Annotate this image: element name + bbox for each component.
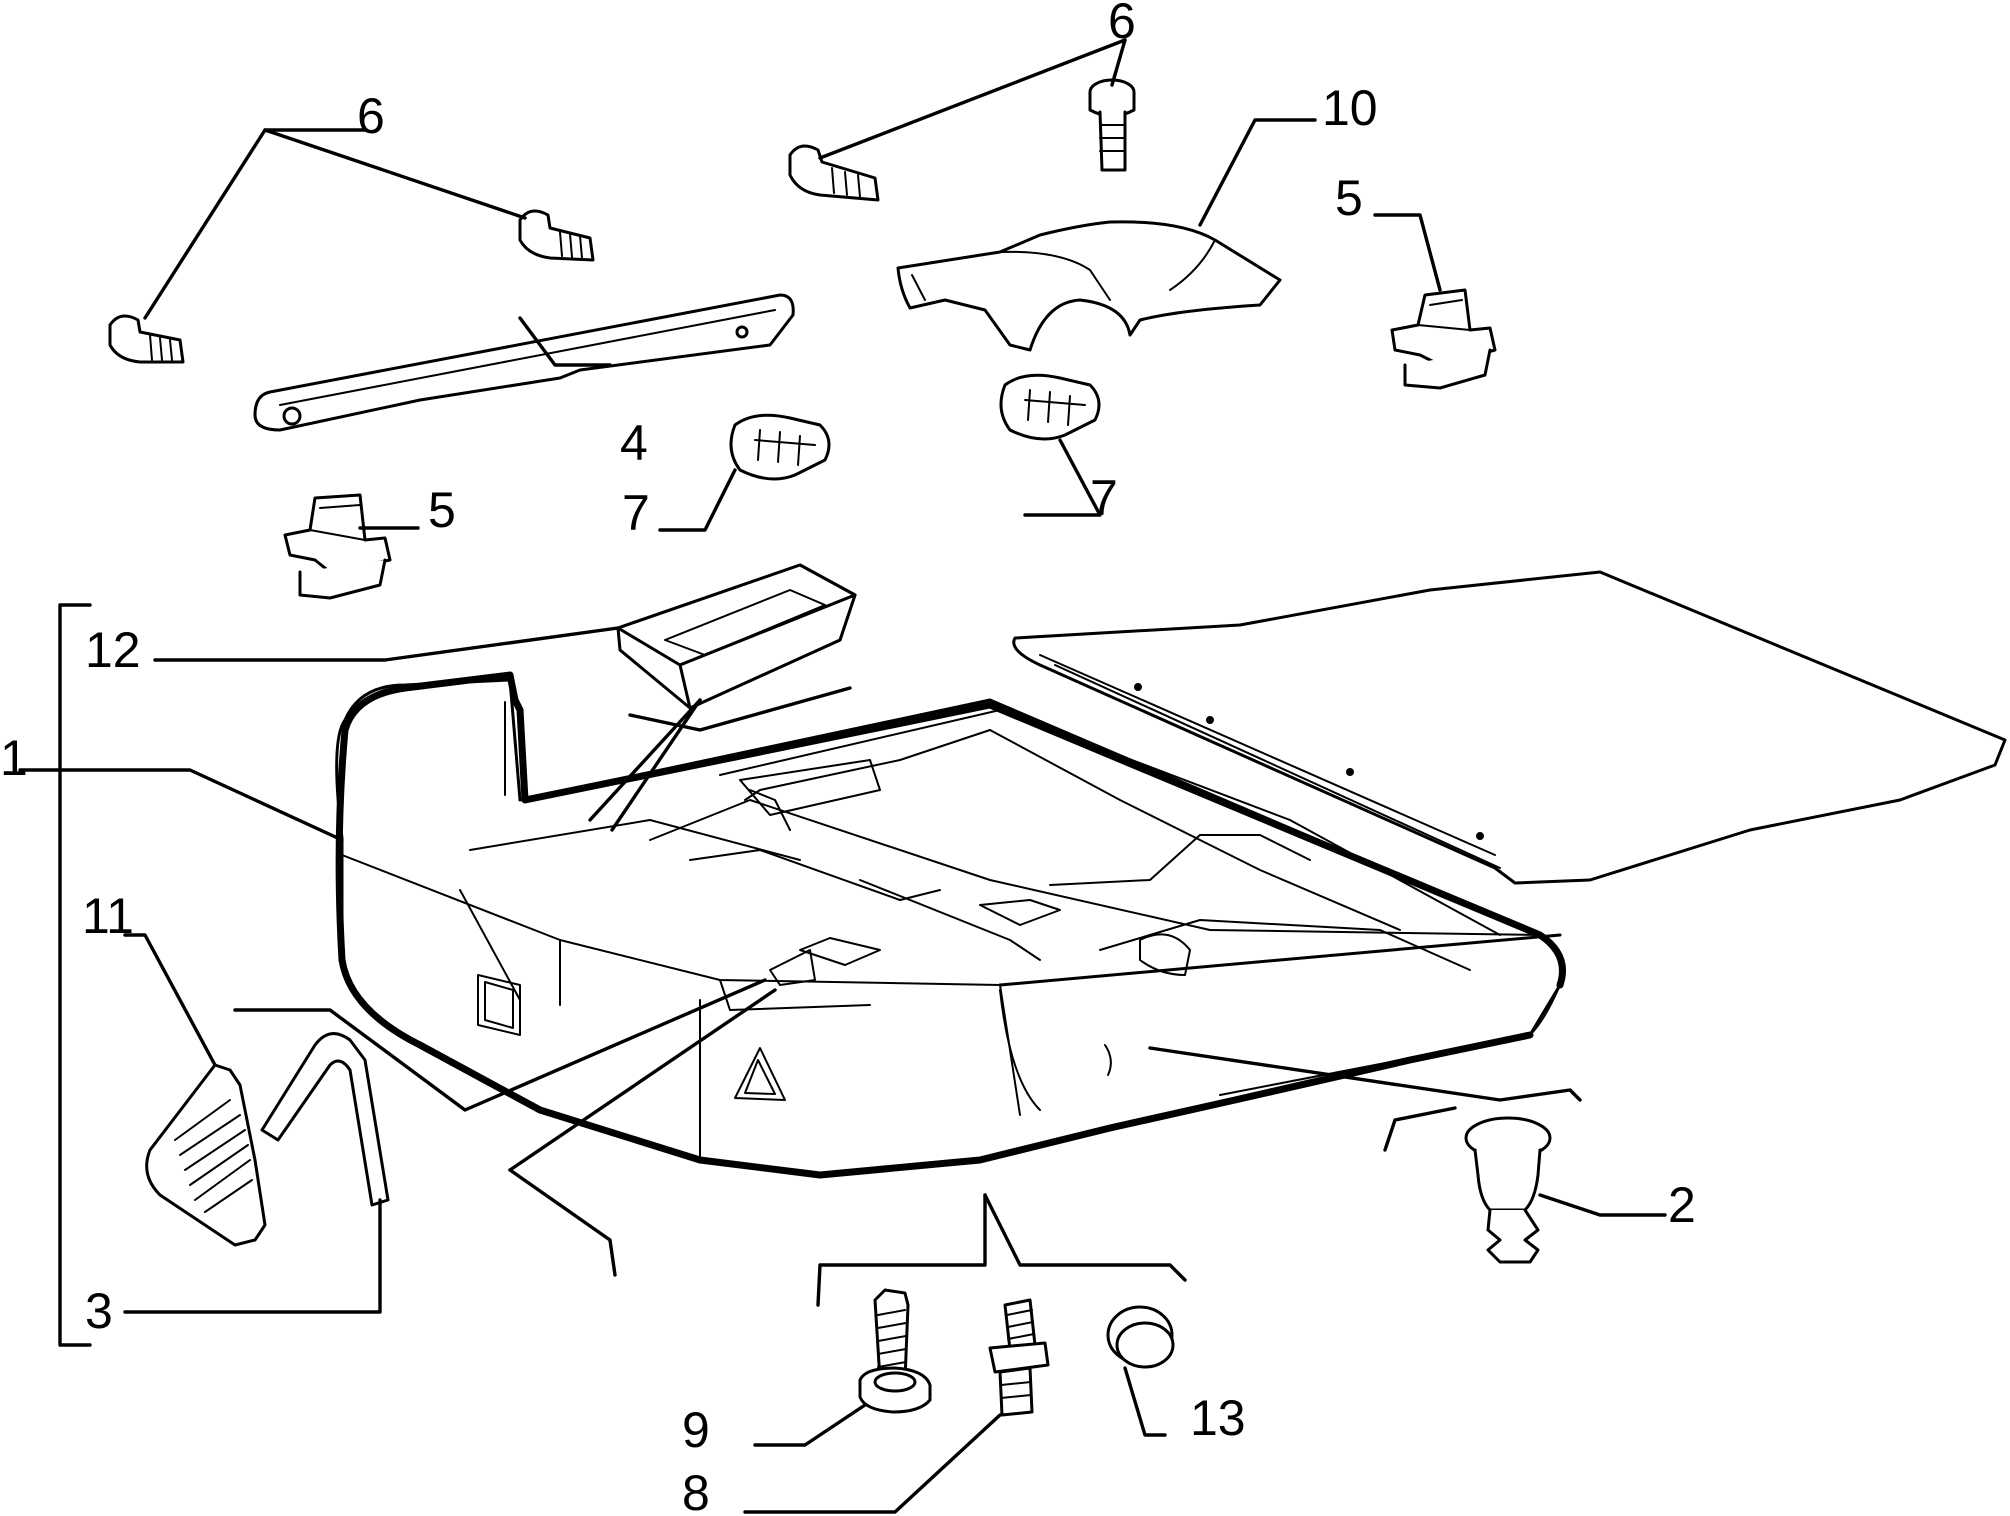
part-5-clip-b [1390,288,1497,390]
part-2-push-plug [1464,1116,1552,1264]
callout-12: 9 [682,1402,710,1458]
callout-5-left: 5 [428,482,456,538]
part-8-trim-cover [896,220,1282,352]
callout-7-left: 7 [622,485,650,541]
part-3-seal-strip [260,1032,390,1207]
callout-5-right: 5 [1335,170,1363,226]
callout-labels: 6 6 10 5 4 5 7 7 12 1 11 3 2 9 8 13 [0,0,1696,1516]
callout-6-left: 6 [357,88,385,144]
callout-3: 3 [85,1283,113,1339]
callout-4: 4 [620,415,648,471]
part-7-buffer-b [999,373,1101,441]
part-4-support-rail [253,293,795,432]
callout-8: 10 [1322,80,1378,136]
part-11-threaded-stud [988,1298,1050,1417]
part-9-vent-grille [145,1063,267,1247]
part-6-screw-d [1088,78,1136,172]
trunk-panel [335,570,2007,1179]
trunk-cover-panel [1012,570,2007,885]
part-6-screw-b [518,209,595,262]
callout-10: 12 [85,622,141,678]
part-6-screw-c [788,144,880,202]
part-5-clip-a [283,493,392,600]
callout-7-right: 7 [1090,470,1118,526]
callout-13: 13 [1190,1390,1246,1446]
callout-9: 11 [82,888,134,944]
part-10-storage-pocket [616,563,857,710]
part-12-flange-bolt [858,1288,932,1414]
callout-2: 2 [1668,1177,1696,1233]
leader-lines [18,38,1667,1514]
callout-6-top: 6 [1108,0,1136,49]
part-13-cap [1106,1305,1175,1369]
callout-1: 1 [0,730,28,786]
part-6-screw-a [108,314,185,364]
callout-11: 8 [682,1465,710,1516]
part-7-buffer-a [729,413,831,481]
